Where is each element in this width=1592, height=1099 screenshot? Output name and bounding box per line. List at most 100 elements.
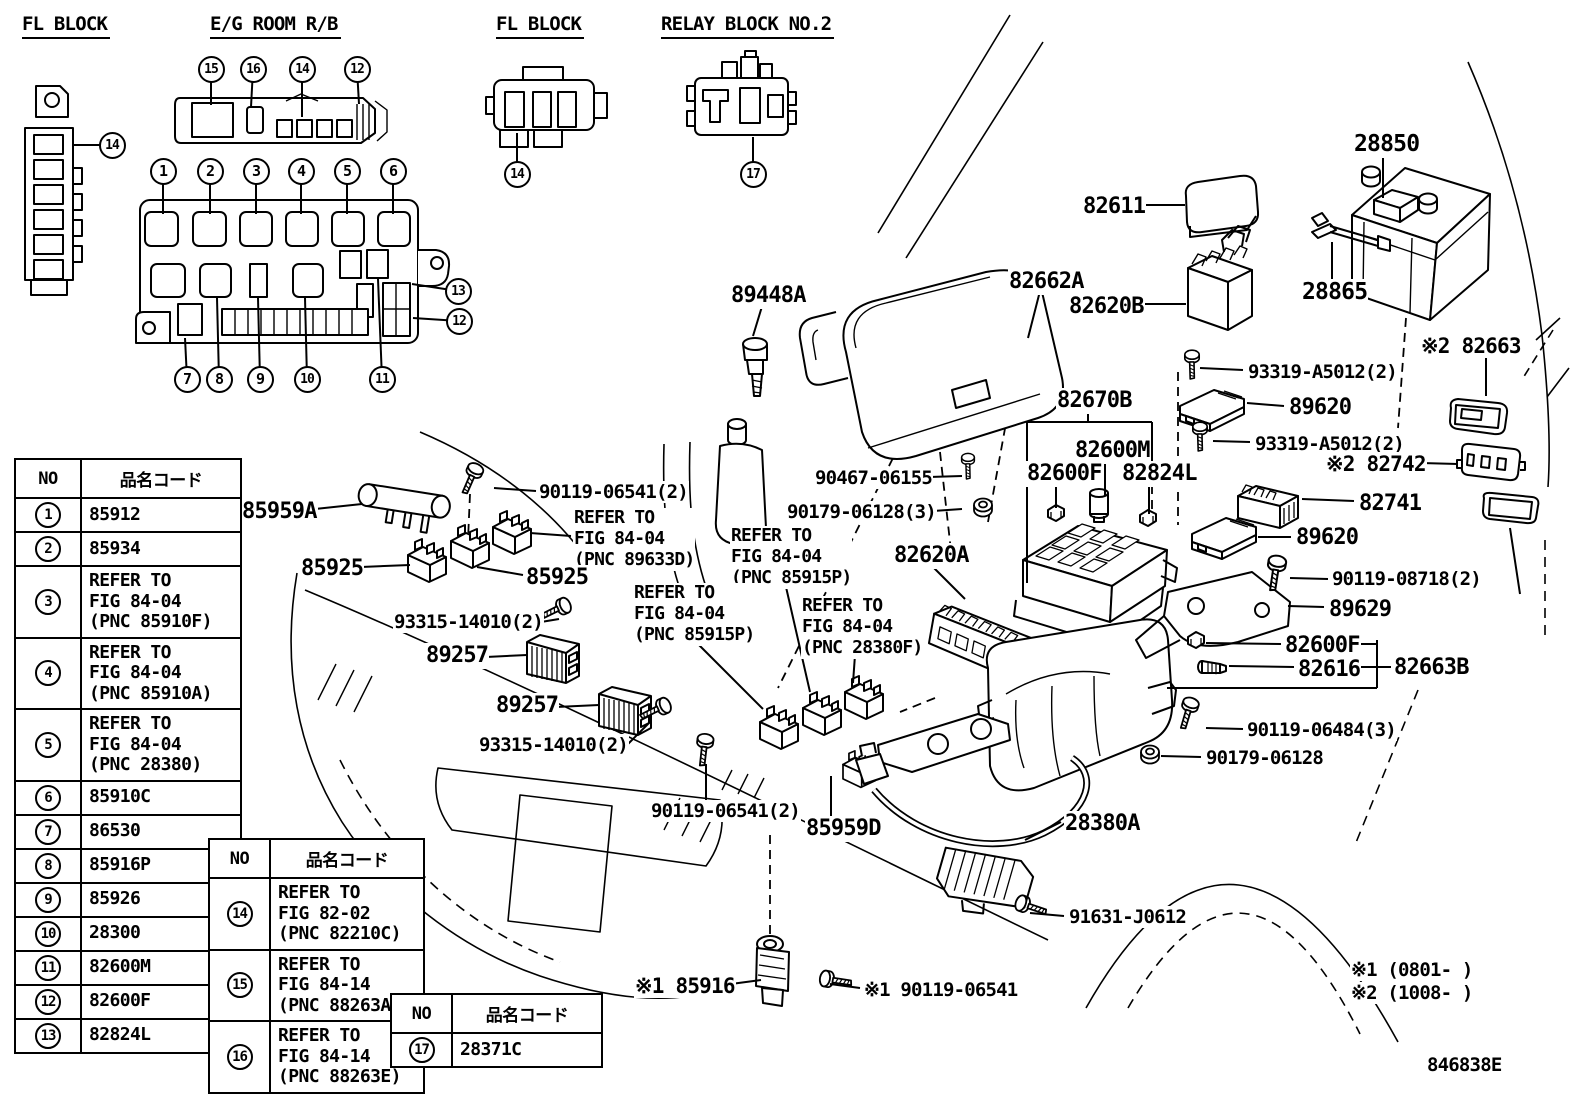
part-label: 89620 bbox=[1288, 395, 1353, 421]
fl-block-1-drawing bbox=[24, 85, 83, 296]
part-label: 85959D bbox=[805, 816, 882, 842]
row-number-cell: 16 bbox=[208, 1020, 271, 1094]
part-code-cell: 85910C bbox=[80, 779, 242, 816]
callout-8: 8 bbox=[205, 365, 233, 393]
row-number-badge: 14 bbox=[226, 900, 253, 927]
relay-bank-82620B-drawing bbox=[1187, 225, 1253, 331]
part-label: 28865 bbox=[1301, 279, 1369, 306]
figure-code: 846838E bbox=[1426, 1054, 1503, 1077]
callout-7: 7 bbox=[173, 365, 201, 393]
row-number-badge: 13 bbox=[35, 1022, 61, 1049]
row-number-badge: 7 bbox=[35, 818, 61, 845]
part-label: 82663B bbox=[1393, 655, 1470, 681]
part-label: REFER TO FIG 84-04 (PNC 85915P) bbox=[730, 525, 853, 589]
part-label: REFER TO FIG 84-04 (PNC 28380F) bbox=[801, 595, 924, 659]
callout-15: 15 bbox=[197, 55, 225, 83]
row-number-cell: 17 bbox=[390, 1032, 453, 1068]
row-number-cell: 4 bbox=[14, 636, 82, 711]
table-header: NO bbox=[14, 458, 82, 499]
row-number-badge: 3 bbox=[35, 588, 61, 615]
table-header: 品名コード bbox=[451, 993, 603, 1034]
part-code-cell: 85912 bbox=[80, 497, 242, 533]
part-label: 82620B bbox=[1068, 294, 1145, 320]
row-number-cell: 8 bbox=[14, 847, 82, 884]
table-header: NO bbox=[208, 838, 271, 879]
sensor-89448A-drawing bbox=[742, 337, 768, 397]
row-number-badge: 1 bbox=[35, 502, 61, 528]
bracket-89629-drawing bbox=[1135, 571, 1291, 659]
part-label: 89629 bbox=[1328, 597, 1393, 623]
part-label: 90119-08718(2) bbox=[1331, 568, 1482, 591]
part-label: 82611 bbox=[1082, 194, 1147, 220]
part-label: 90119-06484(3) bbox=[1246, 719, 1397, 742]
row-number-badge: 5 bbox=[35, 731, 61, 758]
part-code-cell: REFER TO FIG 82-02 (PNC 82210C) bbox=[269, 877, 425, 951]
note-asterisk-2: ※2 (1008- ) bbox=[1350, 982, 1474, 1005]
part-label: 85959A bbox=[241, 499, 318, 525]
connector-82741-drawing bbox=[1237, 484, 1299, 529]
part-label: 82616 bbox=[1297, 657, 1362, 683]
block-title-2: FL BLOCK bbox=[496, 13, 585, 39]
table-row: 4 REFER TO FIG 84-04 (PNC 85910A) bbox=[14, 636, 242, 711]
fuse-box-82670B-drawing bbox=[1013, 523, 1178, 645]
eg-room-rb-main-drawing bbox=[135, 199, 451, 344]
block-title-1: E/G ROOM R/B bbox=[210, 13, 341, 39]
row-number-badge: 8 bbox=[35, 852, 61, 879]
table-row: 2 85934 bbox=[14, 531, 242, 567]
part-code-cell: REFER TO FIG 84-04 (PNC 85910A) bbox=[80, 636, 242, 711]
table-row: 6 85910C bbox=[14, 779, 242, 816]
row-number-cell: 3 bbox=[14, 565, 82, 639]
part-label: ※1 85916 bbox=[634, 974, 736, 999]
callout-12: 12 bbox=[343, 55, 371, 83]
part-code-cell: 85934 bbox=[80, 531, 242, 567]
part-label: 90119-06541(2) bbox=[538, 481, 689, 504]
row-number-cell: 7 bbox=[14, 813, 82, 850]
callout-9: 9 bbox=[246, 365, 274, 393]
battery-drawing bbox=[1351, 165, 1491, 321]
note-asterisk-1: ※1 (0801- ) bbox=[1350, 959, 1474, 982]
part-label: ※1 90119-06541 bbox=[863, 979, 1019, 1002]
part-label: 28850 bbox=[1353, 131, 1421, 158]
relay-block-no2-drawing bbox=[686, 50, 797, 136]
part-label: REFER TO FIG 84-04 (PNC 85915P) bbox=[633, 582, 756, 646]
row-number-cell: 2 bbox=[14, 531, 82, 567]
row-number-badge: 11 bbox=[35, 954, 61, 981]
part-label: 85925 bbox=[300, 556, 365, 582]
part-label: 93315-14010(2) bbox=[478, 734, 629, 757]
row-number-badge: 6 bbox=[35, 784, 61, 811]
callout-14: 14 bbox=[288, 55, 316, 83]
part-label: 82824L bbox=[1121, 461, 1198, 487]
row-number-cell: 5 bbox=[14, 708, 82, 782]
part-label: 82741 bbox=[1358, 491, 1423, 517]
table-header: 品名コード bbox=[269, 838, 425, 879]
callout-5: 5 bbox=[333, 157, 361, 185]
leader-lines bbox=[314, 153, 1521, 989]
callout-11: 11 bbox=[368, 365, 396, 393]
row-number-badge: 9 bbox=[35, 886, 61, 913]
row-number-badge: 4 bbox=[35, 660, 61, 687]
block-title-3: RELAY BLOCK NO.2 bbox=[661, 13, 835, 39]
part-code-cell: REFER TO FIG 84-04 (PNC 28380) bbox=[80, 708, 242, 782]
callout-2: 2 bbox=[196, 157, 224, 185]
row-number-cell: 6 bbox=[14, 779, 82, 816]
row-number-cell: 10 bbox=[14, 915, 82, 952]
part-label: ※2 82742 bbox=[1325, 452, 1427, 477]
callout-17: 17 bbox=[739, 160, 767, 188]
callout-13: 13 bbox=[444, 277, 472, 305]
table-row: 14 REFER TO FIG 82-02 (PNC 82210C) bbox=[208, 877, 425, 951]
part-label: 28380A bbox=[1064, 811, 1141, 837]
row-number-cell: 1 bbox=[14, 497, 82, 533]
part-label: 90179-06128(3) bbox=[786, 501, 937, 524]
row-number-badge: 2 bbox=[35, 536, 61, 562]
relay-cover-82611-drawing bbox=[1184, 174, 1260, 238]
block-title-0: FL BLOCK bbox=[22, 13, 111, 39]
row-number-cell: 14 bbox=[208, 877, 271, 951]
fl-strip-85959A-drawing bbox=[357, 483, 451, 534]
